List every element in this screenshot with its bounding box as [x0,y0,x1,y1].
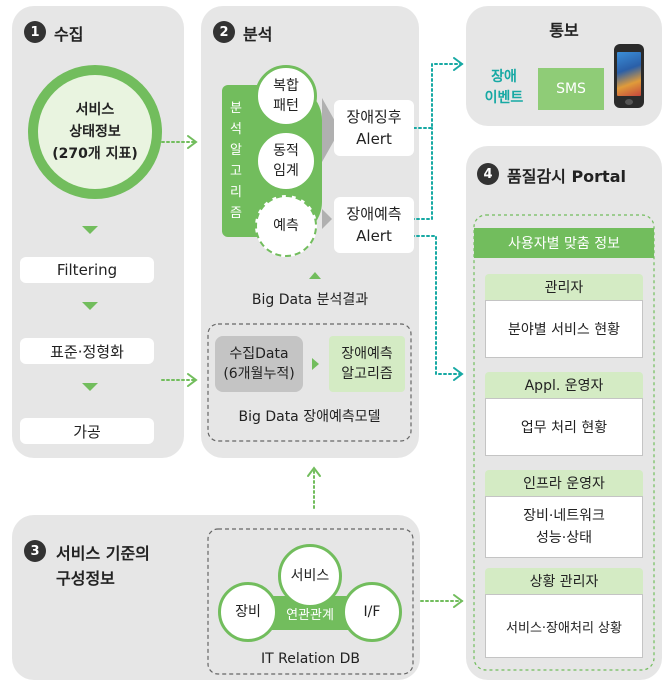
alert-symptom-line2: Alert [356,130,392,148]
status-info-circle: 서비스 상태정보 (270개 지표) [28,65,162,199]
prediction-algorithm-line1: 장애예측 [341,346,393,362]
phone-home-button [625,99,633,105]
prediction-circle: 예측 [255,195,317,257]
collected-data-line1: 수집Data [229,346,289,362]
algo-char: 석 [230,122,242,137]
portal-content-appl: 업무 처리 현황 [485,398,643,456]
algo-char: 알 [230,143,242,158]
equipment-circle: 장비 [218,582,278,642]
bigdata-result-label: Big Data 분석결과 [251,292,369,308]
alert-prediction-line1: 장애예측 [346,205,402,223]
portal-content-situation-line1: 서비스·장애처리 상황 [506,620,622,636]
analysis-number-badge: 2 [213,21,235,43]
algo-char: 고 [230,164,242,179]
model-dashed-border [207,323,412,442]
portal-content-manager-line1: 분야별 서비스 현황 [508,322,620,338]
sms-box: SMS [538,68,604,110]
filtering-step: Filtering [20,257,154,283]
portal-dashed-frame [473,214,655,671]
complex-pattern-line1: 복합 [273,78,299,94]
portal-content-situation: 서비스·장애처리 상황 [485,594,643,658]
algorithm-label: 분 석 알 고 리 즘 [226,91,246,231]
interface-circle: I/F [342,582,402,642]
db-dashed-border [207,528,414,675]
status-info-line2: 상태정보 [69,124,121,140]
status-info-inner: 서비스 상태정보 (270개 지표) [38,75,152,189]
alert-prediction-line2: Alert [356,227,392,245]
collect-arrow-2 [82,302,98,310]
status-info-line1: 서비스 [75,102,115,118]
complex-pattern-line2: 패턴 [273,98,299,114]
collect-arrow-3 [82,383,98,391]
result-up-arrow [309,272,321,279]
algo-char: 리 [230,185,242,200]
dynamic-threshold-line2: 임계 [273,163,299,179]
notify-title: 통보 [549,21,579,40]
config-title-line2: 구성정보 [56,569,115,588]
portal-content-appl-line1: 업무 처리 현황 [520,420,608,436]
alert-symptom-box: 장애징후 Alert [334,100,414,156]
collect-arrow-1 [82,226,98,234]
portal-title: 품질감시 Portal [507,167,626,186]
phone-icon [614,44,644,108]
portal-role-manager: 관리자 [485,274,643,300]
config-title-line1: 서비스 기준의 [56,544,150,563]
algorithm-bar [222,85,252,237]
config-number-badge: 3 [24,540,46,562]
prediction-algorithm-box: 장애예측 알고리즘 [329,336,405,392]
dynamic-threshold-circle: 동적 임계 [255,130,317,192]
normalize-step: 표준·정형화 [20,338,154,364]
process-step: 가공 [20,418,154,444]
analysis-title: 분석 [243,25,273,44]
portal-content-manager: 분야별 서비스 현황 [485,300,643,358]
portal-content-infra: 장비·네트워크 성능·상태 [485,496,643,558]
arrow-alert-to-portal [411,235,463,375]
collect-number-badge: 1 [24,21,46,43]
portal-role-situation: 상황 관리자 [485,568,643,594]
alert-prediction-box: 장애예측 Alert [334,197,414,253]
dynamic-threshold-line1: 동적 [273,143,299,159]
model-arrow [312,358,319,370]
fault-event-label: 장애 이벤트 [474,66,534,110]
fault-event-line2: 이벤트 [484,90,524,106]
it-relation-db-label: IT Relation DB [261,651,360,667]
alert-symptom-line1: 장애징후 [346,108,402,126]
portal-content-infra-line1: 장비·네트워크 [523,508,605,524]
status-info-line3: (270개 지표) [52,146,138,162]
portal-header: 사용자별 맞춤 정보 [474,228,654,258]
phone-screen [617,52,641,96]
portal-role-infra: 인프라 운영자 [485,470,643,496]
portal-number-badge: 4 [477,163,499,185]
fault-event-line1: 장애 [491,69,517,85]
collected-data-line2: (6개월누적) [223,366,295,382]
collect-title: 수집 [54,25,84,44]
collected-data-box: 수집Data (6개월누적) [215,336,303,392]
service-circle: 서비스 [278,544,342,608]
prediction-algorithm-line2: 알고리즘 [341,366,393,382]
complex-pattern-circle: 복합 패턴 [255,65,317,127]
algo-char: 분 [230,101,242,116]
relation-label: 연관관계 [286,607,334,623]
arrow-alert-to-notify [413,63,463,129]
prediction-model-label: Big Data 장애예측모델 [238,409,381,425]
algo-char: 즘 [230,206,242,221]
portal-content-infra-line2: 성능·상태 [536,530,592,546]
portal-role-appl: Appl. 운영자 [485,372,643,398]
